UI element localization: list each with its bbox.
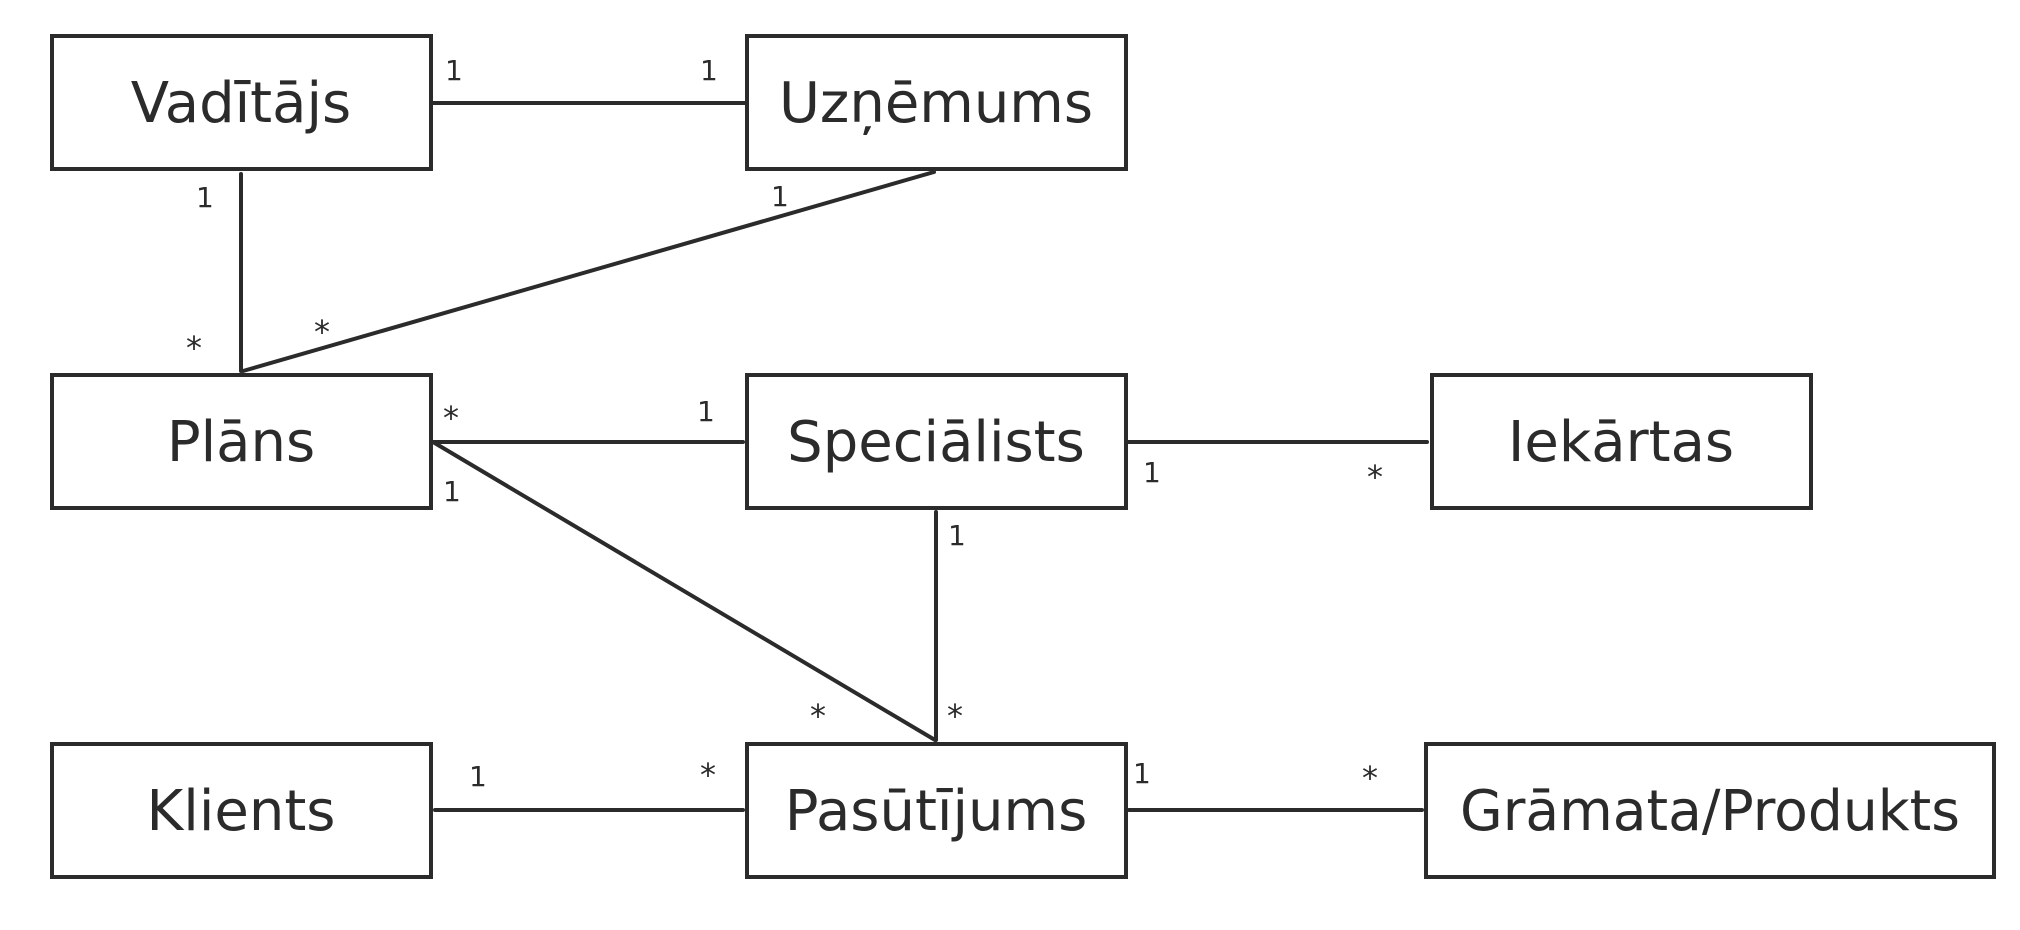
entity-label-pasutijums: Pasūtījums [785, 779, 1088, 844]
multiplicity-pasutijums-gramata-source: 1 [1133, 757, 1151, 790]
multiplicity-pasutijums-gramata-target: * [1362, 759, 1378, 797]
multiplicity-plans-specialists-target: 1 [697, 395, 715, 428]
entity-gramata-produkts[interactable]: Grāmata/Produkts [1424, 742, 1996, 879]
entity-pasutijums[interactable]: Pasūtījums [745, 742, 1128, 879]
entity-label-gramata-produkts: Grāmata/Produkts [1460, 779, 1960, 844]
entity-label-vaditajs: Vadītājs [131, 71, 351, 136]
multiplicity-plans-pasutijums-target: * [810, 697, 826, 735]
multiplicity-vaditajs-uznemums-source: 1 [445, 54, 463, 87]
multiplicity-specialists-iekartas-source: 1 [1143, 456, 1161, 489]
multiplicity-vaditajs-plans-target: * [186, 329, 202, 367]
entity-klients[interactable]: Klients [50, 742, 433, 879]
entity-label-specialists: Speciālists [787, 410, 1085, 475]
entity-label-klients: Klients [147, 779, 336, 844]
multiplicity-klients-pasutijums-target: * [700, 756, 716, 794]
multiplicity-klients-pasutijums-source: 1 [469, 760, 487, 793]
entity-vaditajs[interactable]: Vadītājs [50, 34, 433, 171]
connector-plans-pasutijums [431, 440, 937, 742]
entity-label-uznemums: Uzņēmums [779, 71, 1093, 136]
entity-uznemums[interactable]: Uzņēmums [745, 34, 1128, 171]
entity-plans[interactable]: Plāns [50, 373, 433, 510]
entity-label-iekartas: Iekārtas [1508, 410, 1734, 475]
entity-label-plans: Plāns [167, 410, 315, 475]
multiplicity-uznemums-plans-target: * [314, 313, 330, 351]
entity-specialists[interactable]: Speciālists [745, 373, 1128, 510]
multiplicity-plans-specialists-source: * [443, 399, 459, 437]
multiplicity-vaditajs-uznemums-target: 1 [700, 54, 718, 87]
multiplicity-uznemums-plans-source: 1 [771, 180, 789, 213]
multiplicity-vaditajs-plans-source: 1 [196, 181, 214, 214]
multiplicity-specialists-pasutijums-target: * [947, 697, 963, 735]
connector-uznemums-plans [241, 170, 936, 373]
multiplicity-specialists-iekartas-target: * [1367, 458, 1383, 496]
multiplicity-specialists-pasutijums-source: 1 [948, 519, 966, 552]
multiplicity-plans-pasutijums-source: 1 [443, 475, 461, 508]
entity-iekartas[interactable]: Iekārtas [1430, 373, 1813, 510]
